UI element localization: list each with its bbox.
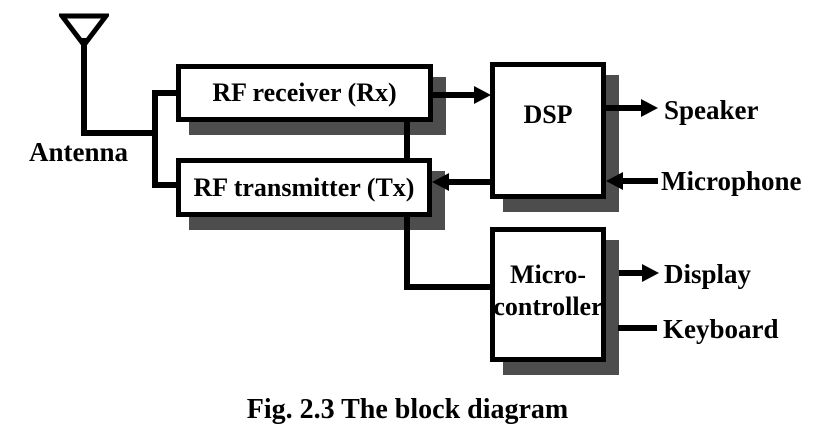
rf-receiver-label: RF receiver (Rx) xyxy=(212,78,397,108)
microcontroller-label-line1: Micro- xyxy=(509,260,587,290)
figure-caption: Fig. 2.3 The block diagram xyxy=(246,394,569,425)
block-microcontroller: Micro- controller xyxy=(490,227,606,362)
wire-antenna-branch-vertical xyxy=(152,90,158,188)
wire-antenna-horizontal xyxy=(81,130,158,136)
label-antenna: Antenna xyxy=(29,137,129,167)
microcontroller-label: Micro- controller xyxy=(493,259,602,321)
wire-microphone-to-dsp xyxy=(621,178,658,184)
arrowhead-microcontroller-to-display xyxy=(642,264,659,282)
wire-keyboard-to-microcontroller xyxy=(618,325,657,331)
arrowhead-rx-to-dsp xyxy=(474,86,491,104)
wire-rx-to-dsp xyxy=(433,92,475,98)
microcontroller-label-line2: controller xyxy=(493,291,603,321)
arrowhead-dsp-to-speaker xyxy=(641,99,658,117)
wire-tx-down-vertical xyxy=(404,215,410,290)
wire-dsp-to-speaker xyxy=(606,105,643,111)
block-dsp: DSP xyxy=(490,62,606,199)
wire-to-microcontroller xyxy=(404,284,492,290)
label-display: Display xyxy=(664,259,752,289)
antenna-icon xyxy=(59,13,109,49)
wire-rx-tx-vertical xyxy=(404,120,410,160)
block-rf-transmitter: RF transmitter (Tx) xyxy=(176,158,432,217)
rf-transmitter-label: RF transmitter (Tx) xyxy=(193,172,415,202)
wire-dsp-to-tx xyxy=(447,179,491,185)
label-keyboard: Keyboard xyxy=(663,314,779,344)
arrowhead-microphone-to-dsp xyxy=(606,172,623,190)
label-speaker: Speaker xyxy=(664,95,759,125)
arrowhead-dsp-to-tx xyxy=(432,173,449,191)
wire-branch-to-receiver xyxy=(152,90,179,96)
block-rf-receiver: RF receiver (Rx) xyxy=(176,64,433,122)
label-microphone: Microphone xyxy=(661,166,802,196)
dsp-label: DSP xyxy=(523,99,573,129)
antenna-mast-line xyxy=(81,38,87,136)
wire-microcontroller-to-display xyxy=(619,270,645,276)
wire-branch-to-transmitter xyxy=(152,182,179,188)
